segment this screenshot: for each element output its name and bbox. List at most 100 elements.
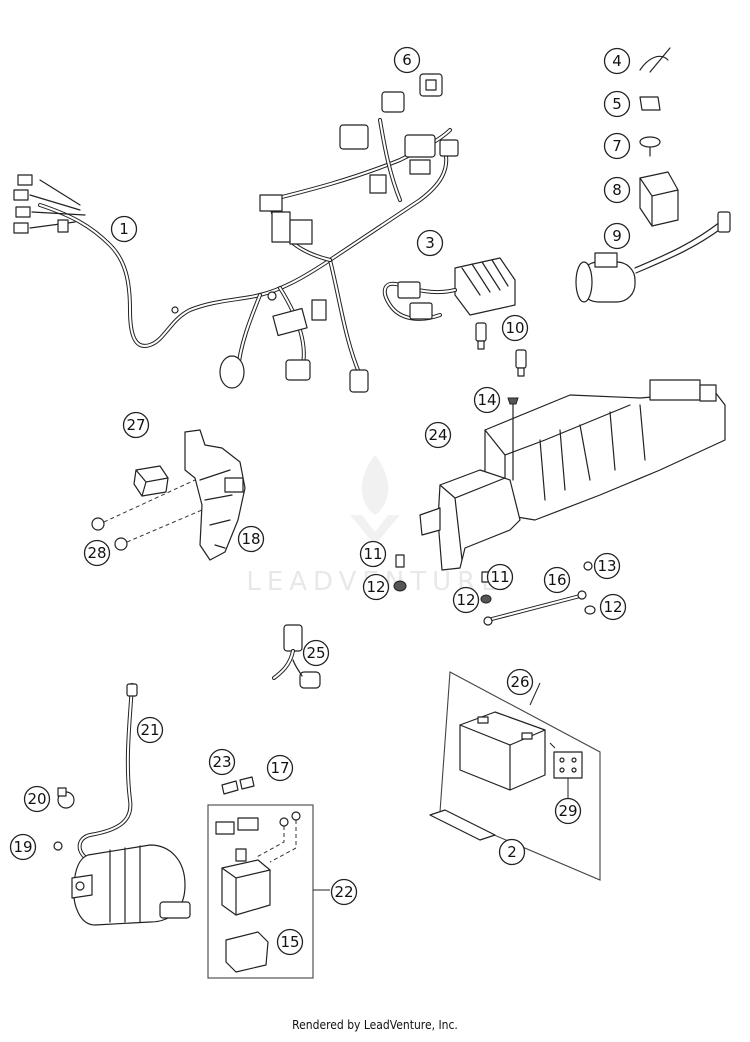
rubber-part-23 — [221, 776, 255, 795]
callout-10: 10 — [501, 314, 529, 342]
battery-box-part-24 — [419, 379, 726, 571]
starter-relay — [215, 817, 271, 916]
svg-text:22: 22 — [334, 883, 353, 901]
cable-part-16 — [483, 590, 587, 626]
svg-text:25: 25 — [306, 644, 325, 662]
svg-text:6: 6 — [402, 51, 412, 69]
callout-2: 2 — [498, 838, 526, 866]
svg-text:28: 28 — [87, 544, 106, 562]
relay-cover-part-15 — [225, 931, 269, 973]
callout-25: 25 — [302, 639, 330, 667]
callout-23: 23 — [208, 748, 236, 776]
starter-cable-part-21 — [77, 683, 138, 860]
callout-3: 3 — [416, 229, 444, 257]
svg-text:14: 14 — [477, 391, 496, 409]
callout-19: 19 — [9, 833, 37, 861]
callout-27: 27 — [122, 411, 150, 439]
callout-22: 22 — [330, 878, 358, 906]
svg-text:13: 13 — [597, 557, 616, 575]
push-rivet-part-7 — [639, 136, 661, 157]
clip-part-5 — [639, 96, 661, 111]
callout-1: 1 — [110, 215, 138, 243]
svg-text:2: 2 — [507, 843, 517, 861]
svg-text:9: 9 — [612, 227, 622, 245]
svg-text:23: 23 — [212, 753, 231, 771]
svg-text:26: 26 — [510, 673, 529, 691]
connector-part-6 — [419, 73, 443, 97]
nut-part-13 — [583, 561, 593, 571]
footer-credit: Rendered by LeadVenture, Inc. — [292, 1018, 458, 1032]
svg-text:24: 24 — [428, 426, 447, 444]
svg-text:17: 17 — [270, 759, 289, 777]
nut-part-19 — [53, 841, 63, 851]
cover-part-8 — [639, 171, 679, 227]
svg-text:21: 21 — [140, 721, 159, 739]
callout-16: 16 — [543, 566, 571, 594]
callout-21: 21 — [136, 716, 164, 744]
callout-18: 18 — [237, 525, 265, 553]
nut-part-12-b — [584, 605, 596, 615]
svg-text:5: 5 — [612, 95, 622, 113]
svg-text:12: 12 — [456, 591, 475, 609]
svg-text:19: 19 — [13, 838, 32, 856]
screws-part-17 — [254, 811, 301, 863]
svg-text:3: 3 — [425, 234, 435, 252]
regulator-part-3 — [382, 257, 516, 321]
svg-text:20: 20 — [27, 790, 46, 808]
sensor-part-9 — [575, 211, 731, 303]
svg-text:1: 1 — [119, 220, 129, 238]
svg-text:29: 29 — [558, 802, 577, 820]
battery-strap-part-2 — [429, 809, 496, 841]
callout-17: 17 — [266, 754, 294, 782]
battery-part-26 — [459, 711, 546, 791]
relay-kit-frame — [207, 804, 330, 979]
bracket-part-18 — [184, 429, 246, 561]
svg-text:12: 12 — [603, 598, 622, 616]
svg-text:12: 12 — [366, 578, 385, 596]
callout-12-b: 12 — [452, 586, 480, 614]
svg-text:10: 10 — [505, 319, 524, 337]
terminal-kit-part-29 — [553, 751, 583, 779]
callout-29: 29 — [554, 797, 582, 825]
svg-text:18: 18 — [241, 530, 260, 548]
svg-text:8: 8 — [612, 181, 622, 199]
starter-motor — [71, 844, 191, 926]
fuse-part-10 — [475, 322, 527, 377]
callout-12: 12 — [362, 573, 390, 601]
callout-5: 5 — [603, 90, 631, 118]
bolt-washer-11-12-right — [480, 571, 492, 604]
callout-20: 20 — [23, 785, 51, 813]
svg-text:4: 4 — [612, 52, 622, 70]
callout-15: 15 — [276, 928, 304, 956]
bolt-part-14 — [507, 397, 519, 481]
svg-text:7: 7 — [612, 137, 622, 155]
screw-part-28 — [91, 479, 203, 551]
callout-14: 14 — [473, 386, 501, 414]
callout-26: 26 — [506, 668, 534, 696]
svg-text:27: 27 — [126, 416, 145, 434]
leader-lines — [529, 682, 556, 749]
callout-28: 28 — [83, 539, 111, 567]
battery-kit-frame — [439, 671, 601, 881]
svg-text:11: 11 — [490, 568, 509, 586]
callout-12-c: 12 — [599, 593, 627, 621]
terminal-part-20 — [57, 787, 75, 809]
callout-24: 24 — [424, 421, 452, 449]
callout-9: 9 — [603, 222, 631, 250]
svg-text:15: 15 — [280, 933, 299, 951]
svg-text:16: 16 — [547, 571, 566, 589]
svg-text:11: 11 — [363, 545, 382, 563]
bolt-washer-11-12-left — [393, 554, 407, 592]
callout-13: 13 — [593, 552, 621, 580]
callout-11-b: 11 — [486, 563, 514, 591]
relay-part-27 — [133, 465, 169, 497]
callout-8: 8 — [603, 176, 631, 204]
callout-6: 6 — [393, 46, 421, 74]
cable-tie-part-4 — [639, 47, 671, 73]
callout-11: 11 — [359, 540, 387, 568]
callout-7: 7 — [603, 132, 631, 160]
wiring-harness — [13, 91, 459, 393]
spark-plug-cap-part-25 — [272, 624, 321, 689]
callout-4: 4 — [603, 47, 631, 75]
